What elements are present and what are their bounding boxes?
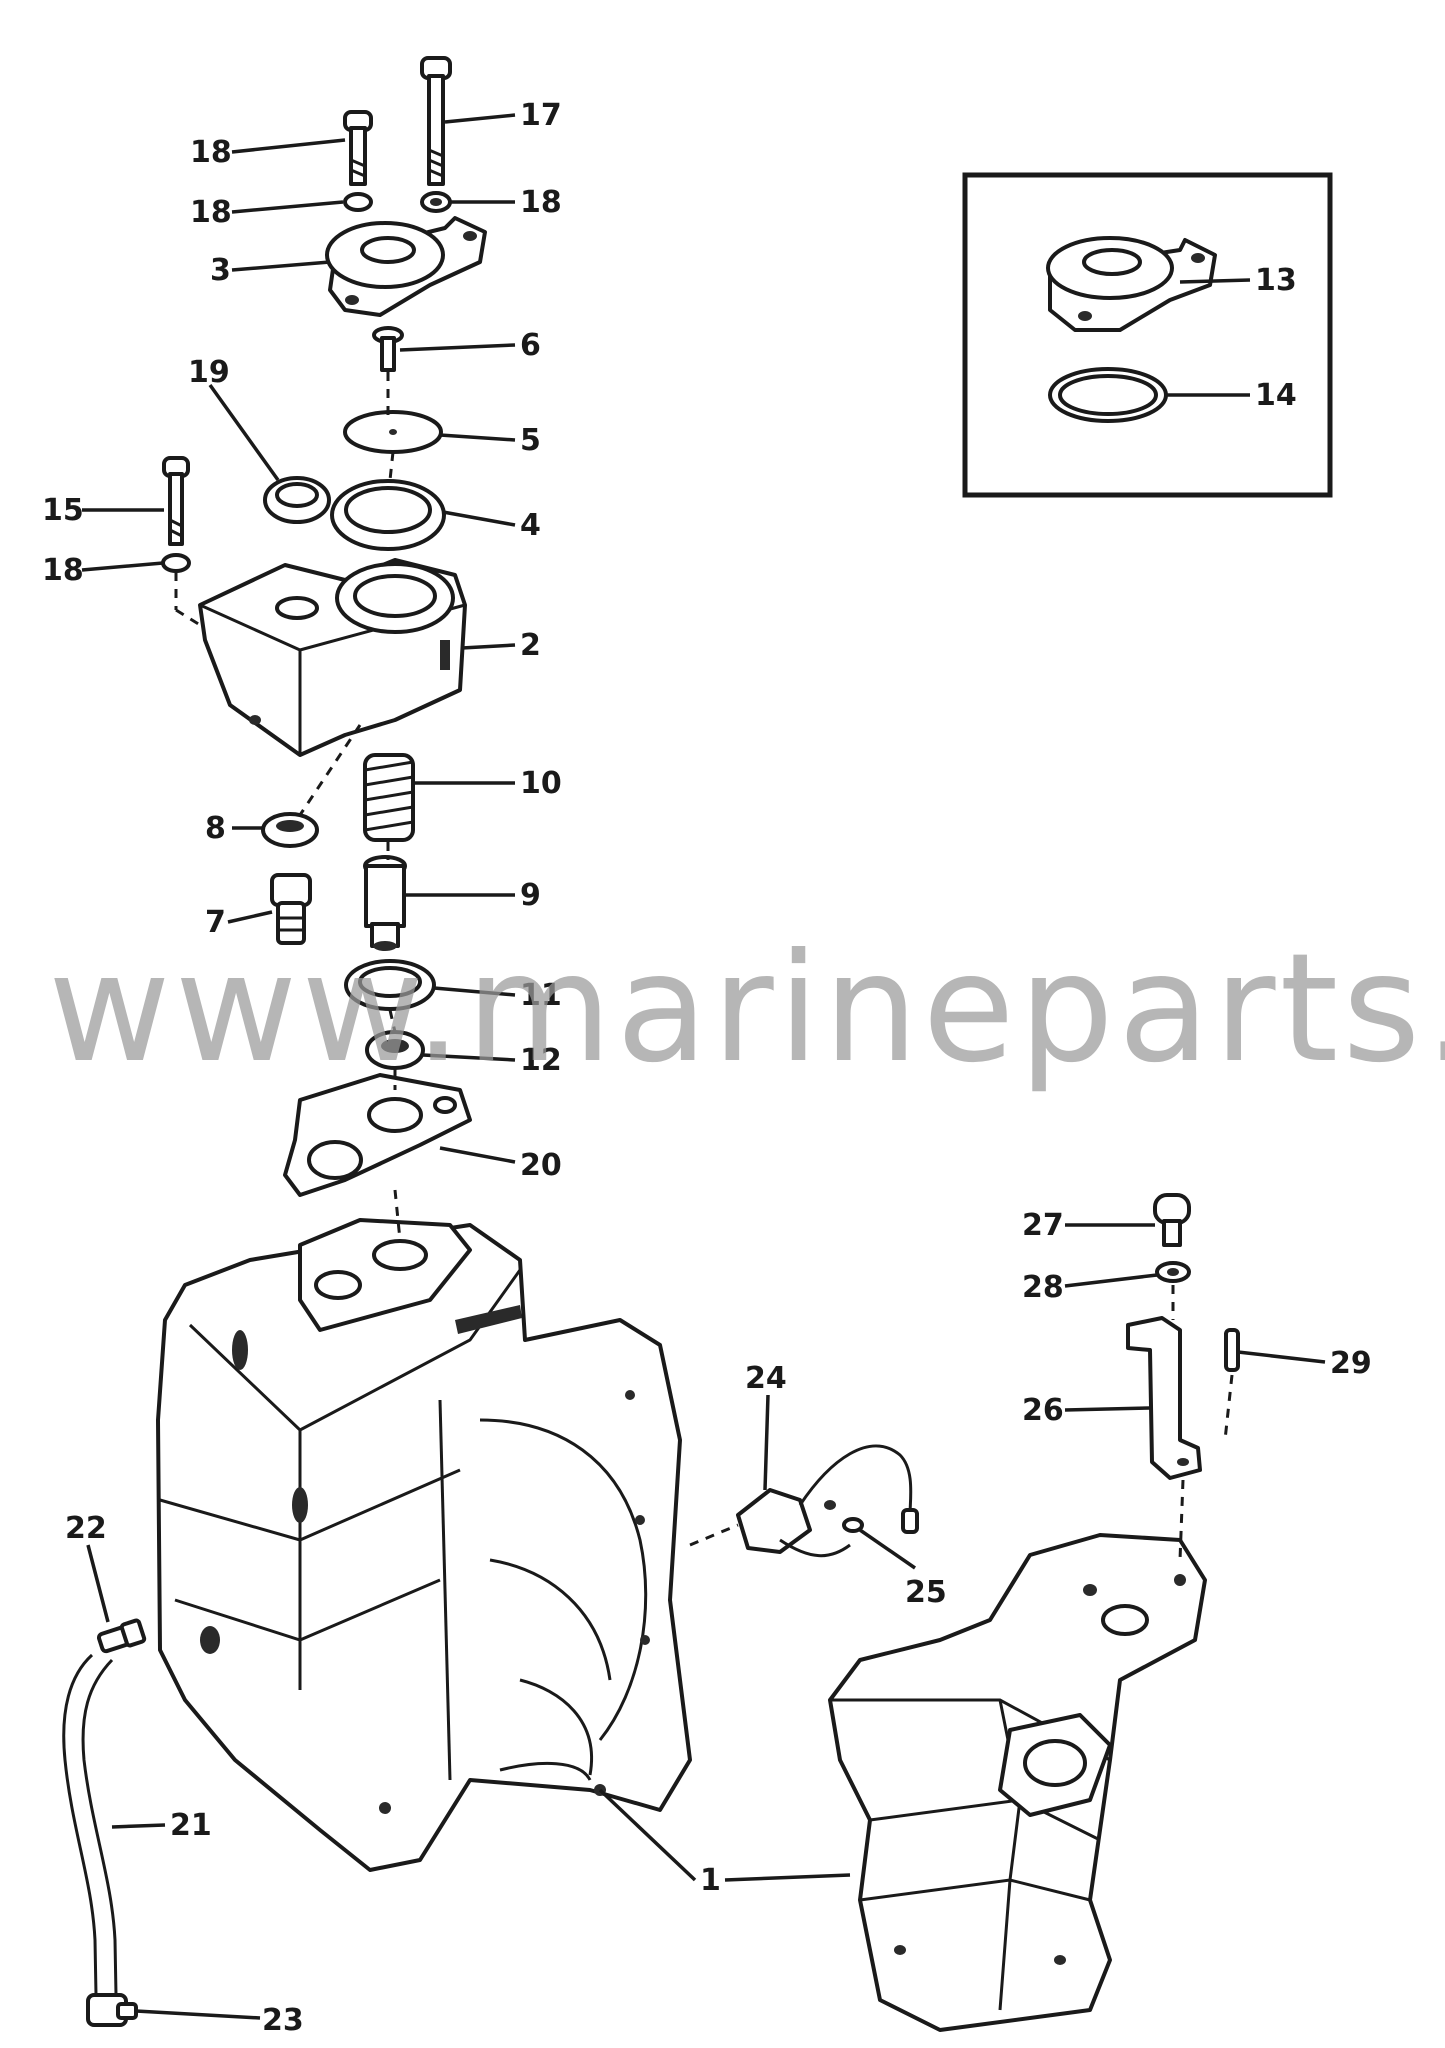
callout-18: 18 xyxy=(42,553,84,588)
watermark-text: www.marineparts.eu xyxy=(48,922,1445,1096)
part-13-cover-assembly xyxy=(1046,236,1217,332)
callout-19: 19 xyxy=(188,355,230,390)
part-1-crankcase-right xyxy=(828,1533,1207,2032)
part-6-screw xyxy=(372,326,404,372)
callout-3: 3 xyxy=(210,253,231,288)
part-2-housing xyxy=(198,558,467,757)
callout-20: 20 xyxy=(520,1148,562,1183)
callout-10: 10 xyxy=(520,766,562,801)
part-17-bolt xyxy=(420,56,452,186)
part-18-washer-body xyxy=(161,553,191,573)
inset-box xyxy=(962,172,1333,498)
callout-17: 17 xyxy=(520,98,562,133)
callout-5: 5 xyxy=(520,423,541,458)
part-26-bracket xyxy=(1126,1316,1202,1480)
part-11-seal xyxy=(344,959,436,1011)
callout-11: 11 xyxy=(520,978,562,1013)
part-27-screw xyxy=(1153,1193,1191,1247)
part-19-seat xyxy=(263,476,331,524)
callout-14: 14 xyxy=(1255,378,1297,413)
callout-2: 2 xyxy=(520,628,541,663)
part-4-diaphragm xyxy=(330,479,446,551)
part-18-bolt xyxy=(343,110,373,186)
bracket-group xyxy=(1126,1193,1240,1480)
part-14-o-ring xyxy=(1048,367,1168,423)
part-23-connector xyxy=(86,1993,138,2027)
part-24-sensor xyxy=(736,1444,919,1558)
callout-27: 27 xyxy=(1022,1208,1064,1243)
leader-lines xyxy=(81,113,1326,2020)
callout-28: 28 xyxy=(1022,1270,1064,1305)
callout-21: 21 xyxy=(170,1808,212,1843)
callout-8: 8 xyxy=(205,811,226,846)
callout-7: 7 xyxy=(205,905,226,940)
part-21-hose xyxy=(62,1653,118,1996)
part-18-washer-left xyxy=(343,192,373,212)
upper-stack-parts xyxy=(161,56,487,1197)
part-20-gasket xyxy=(283,1073,472,1197)
callout-22: 22 xyxy=(65,1511,107,1546)
callout-9: 9 xyxy=(520,878,541,913)
callout-25: 25 xyxy=(905,1575,947,1610)
callout-18: 18 xyxy=(190,135,232,170)
part-9-valve xyxy=(363,855,407,951)
callout-6: 6 xyxy=(520,328,541,363)
part-3-cover xyxy=(325,216,487,317)
callout-labels: 18 17 18 18 3 6 19 5 15 4 18 2 10 8 9 7 … xyxy=(42,98,1372,2038)
callout-18: 18 xyxy=(520,185,562,220)
callout-4: 4 xyxy=(520,508,541,543)
part-25-screw xyxy=(842,1517,864,1533)
part-1-crankcase-left xyxy=(156,1218,692,1872)
callout-23: 23 xyxy=(262,2003,304,2038)
callout-15: 15 xyxy=(42,493,84,528)
callout-24: 24 xyxy=(745,1361,787,1396)
part-8-seal xyxy=(261,812,319,848)
callout-13: 13 xyxy=(1255,263,1297,298)
callout-26: 26 xyxy=(1022,1393,1064,1428)
callout-1: 1 xyxy=(700,1863,721,1898)
part-22-fitting xyxy=(96,1618,147,1654)
callout-12: 12 xyxy=(520,1043,562,1078)
assembly-lines xyxy=(174,372,1234,1561)
part-10-spring xyxy=(363,753,415,842)
part-29-pin xyxy=(1224,1328,1240,1372)
part-15-bolt xyxy=(162,456,190,546)
callout-18: 18 xyxy=(190,195,232,230)
part-7-plug xyxy=(270,873,312,945)
callout-29: 29 xyxy=(1330,1346,1372,1381)
